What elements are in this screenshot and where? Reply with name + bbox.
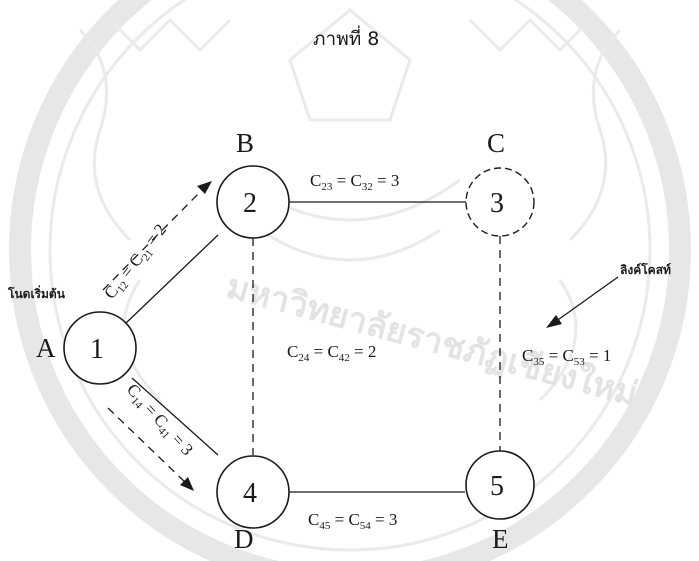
watermark-text: มหาวิทยาลัยราชภัฏเชียงใหม่: [222, 265, 642, 414]
svg-text:C12 = C21 = 2: C12 = C21 = 2: [100, 220, 172, 304]
watermark-seal: [9, 0, 691, 561]
arrow-1-to-2: [102, 181, 212, 291]
node-3-letter: C: [487, 128, 505, 158]
node-4-number: 4: [243, 478, 257, 509]
arrow-link-cost: [546, 276, 619, 328]
node-5-number: 5: [490, 471, 504, 502]
svg-text:C14 = C41 = 3: C14 = C41 = 3: [121, 380, 197, 461]
node-1-number: 1: [90, 334, 104, 365]
node-1-letter: A: [36, 333, 56, 363]
start-node-label: โนดเริ่มต้น: [7, 285, 66, 301]
svg-text:C35 = C53 = 1: C35 = C53 = 1: [522, 346, 611, 368]
node-5-letter: E: [492, 524, 509, 554]
node-3-number: 3: [490, 188, 504, 219]
svg-text:C23 = C32 = 3: C23 = C32 = 3: [310, 171, 399, 193]
node-2: 2 B: [216, 128, 290, 239]
edge-label-3-5: C35 = C53 = 1: [522, 346, 611, 368]
node-2-number: 2: [243, 188, 257, 219]
node-4: 4 D: [216, 455, 290, 554]
edge-1-2: [125, 234, 219, 324]
figure-title: ภาพที่ 8: [313, 25, 379, 50]
edge-label-2-3: C23 = C32 = 3: [310, 171, 399, 193]
edge-label-1-2: C12 = C21 = 2: [100, 220, 172, 304]
svg-text:C45 = C54 = 3: C45 = C54 = 3: [308, 510, 397, 532]
node-5: 5 E: [465, 450, 535, 554]
edge-label-4-5: C45 = C54 = 3: [308, 510, 397, 532]
node-2-letter: B: [236, 128, 254, 158]
edge-label-2-4: C24 = C42 = 2: [287, 342, 376, 364]
node-4-letter: D: [234, 524, 254, 554]
svg-text:C24 = C42 = 2: C24 = C42 = 2: [287, 342, 376, 364]
edge-1-4: [131, 377, 219, 456]
edge-label-1-4: C14 = C41 = 3: [121, 380, 197, 461]
node-3: 3 C: [465, 128, 535, 237]
node-1: 1 A: [36, 311, 137, 385]
link-cost-label: ลิงค์โคสท์: [620, 262, 671, 277]
arrow-1-to-4: [107, 407, 194, 491]
